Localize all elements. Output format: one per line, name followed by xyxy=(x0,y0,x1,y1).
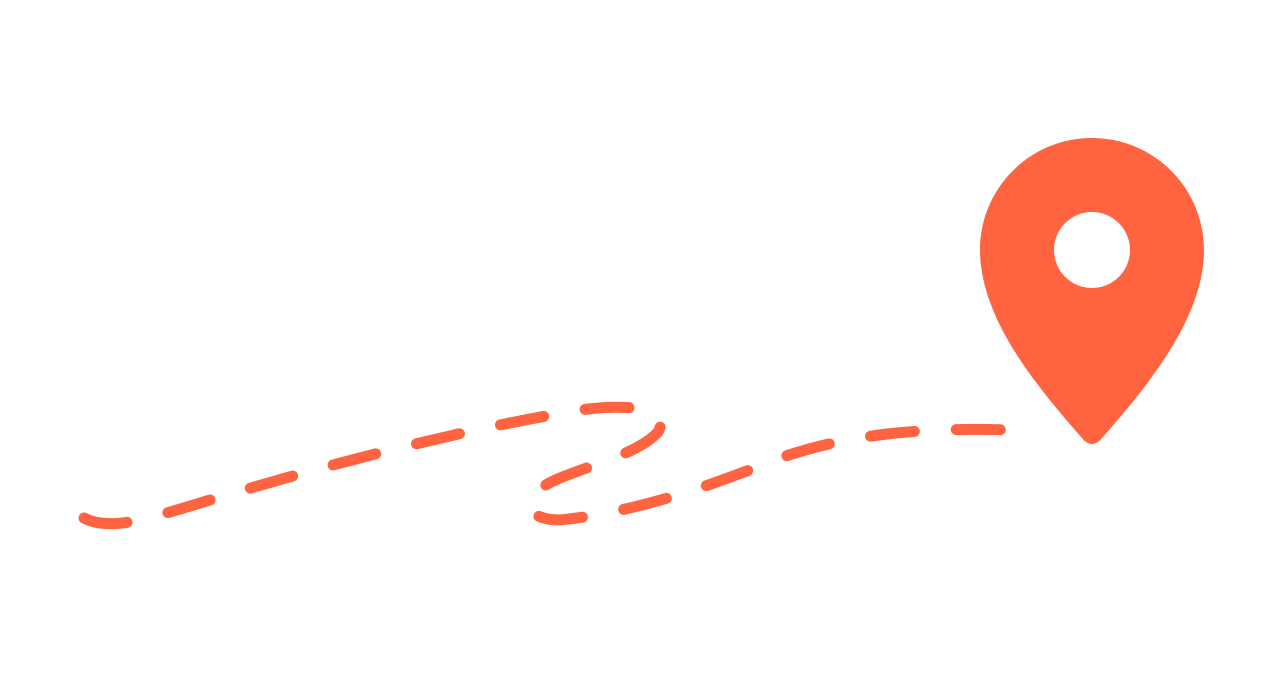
map-pin-body xyxy=(980,138,1204,444)
dashed-route-path xyxy=(78,401,1016,530)
map-pin-hole xyxy=(1054,212,1130,288)
map-pin-icon xyxy=(980,138,1204,444)
